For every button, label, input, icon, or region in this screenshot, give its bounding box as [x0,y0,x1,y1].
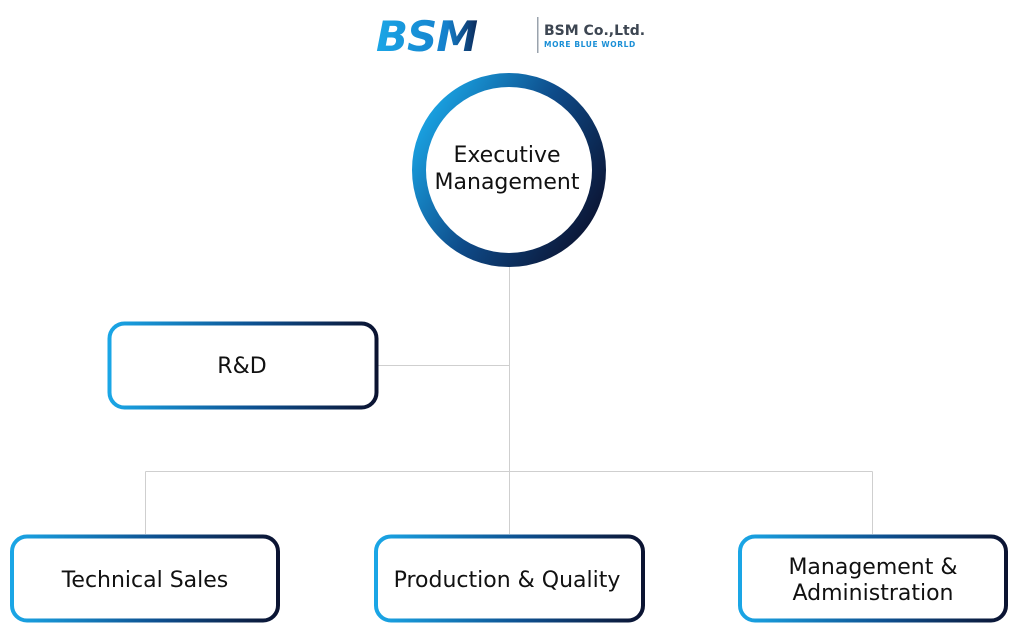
management-admin-box [738,534,1008,623]
node-technical-sales: Technical Sales [10,534,280,623]
node-management-administration: Management & Administration [738,534,1008,623]
rnd-label: R&D [217,354,266,379]
executive-label-line1: Executive [453,143,560,168]
executive-label-line2: Management [435,170,580,195]
management-admin-label-line1: Management & [788,555,957,580]
logo-divider [537,17,539,53]
rnd-box [107,321,379,410]
logo-company-name: BSM Co.,Ltd. [544,23,645,39]
technical-sales-box [10,534,280,623]
technical-sales-label: Technical Sales [61,568,229,593]
management-admin-label-line2: Administration [793,581,954,606]
connectors [145,262,873,534]
production-quality-box [374,534,645,623]
company-logo: BSM BSM Co.,Ltd. MORE BLUE WORLD [376,12,645,61]
logo-mark: BSM [376,12,477,61]
logo-tagline: MORE BLUE WORLD [544,40,636,49]
node-executive-management: Executive Management [412,73,606,267]
production-quality-label: Production & Quality [394,568,621,593]
node-rnd: R&D [107,321,379,410]
executive-circle [412,73,606,267]
node-production-quality: Production & Quality [374,534,645,623]
